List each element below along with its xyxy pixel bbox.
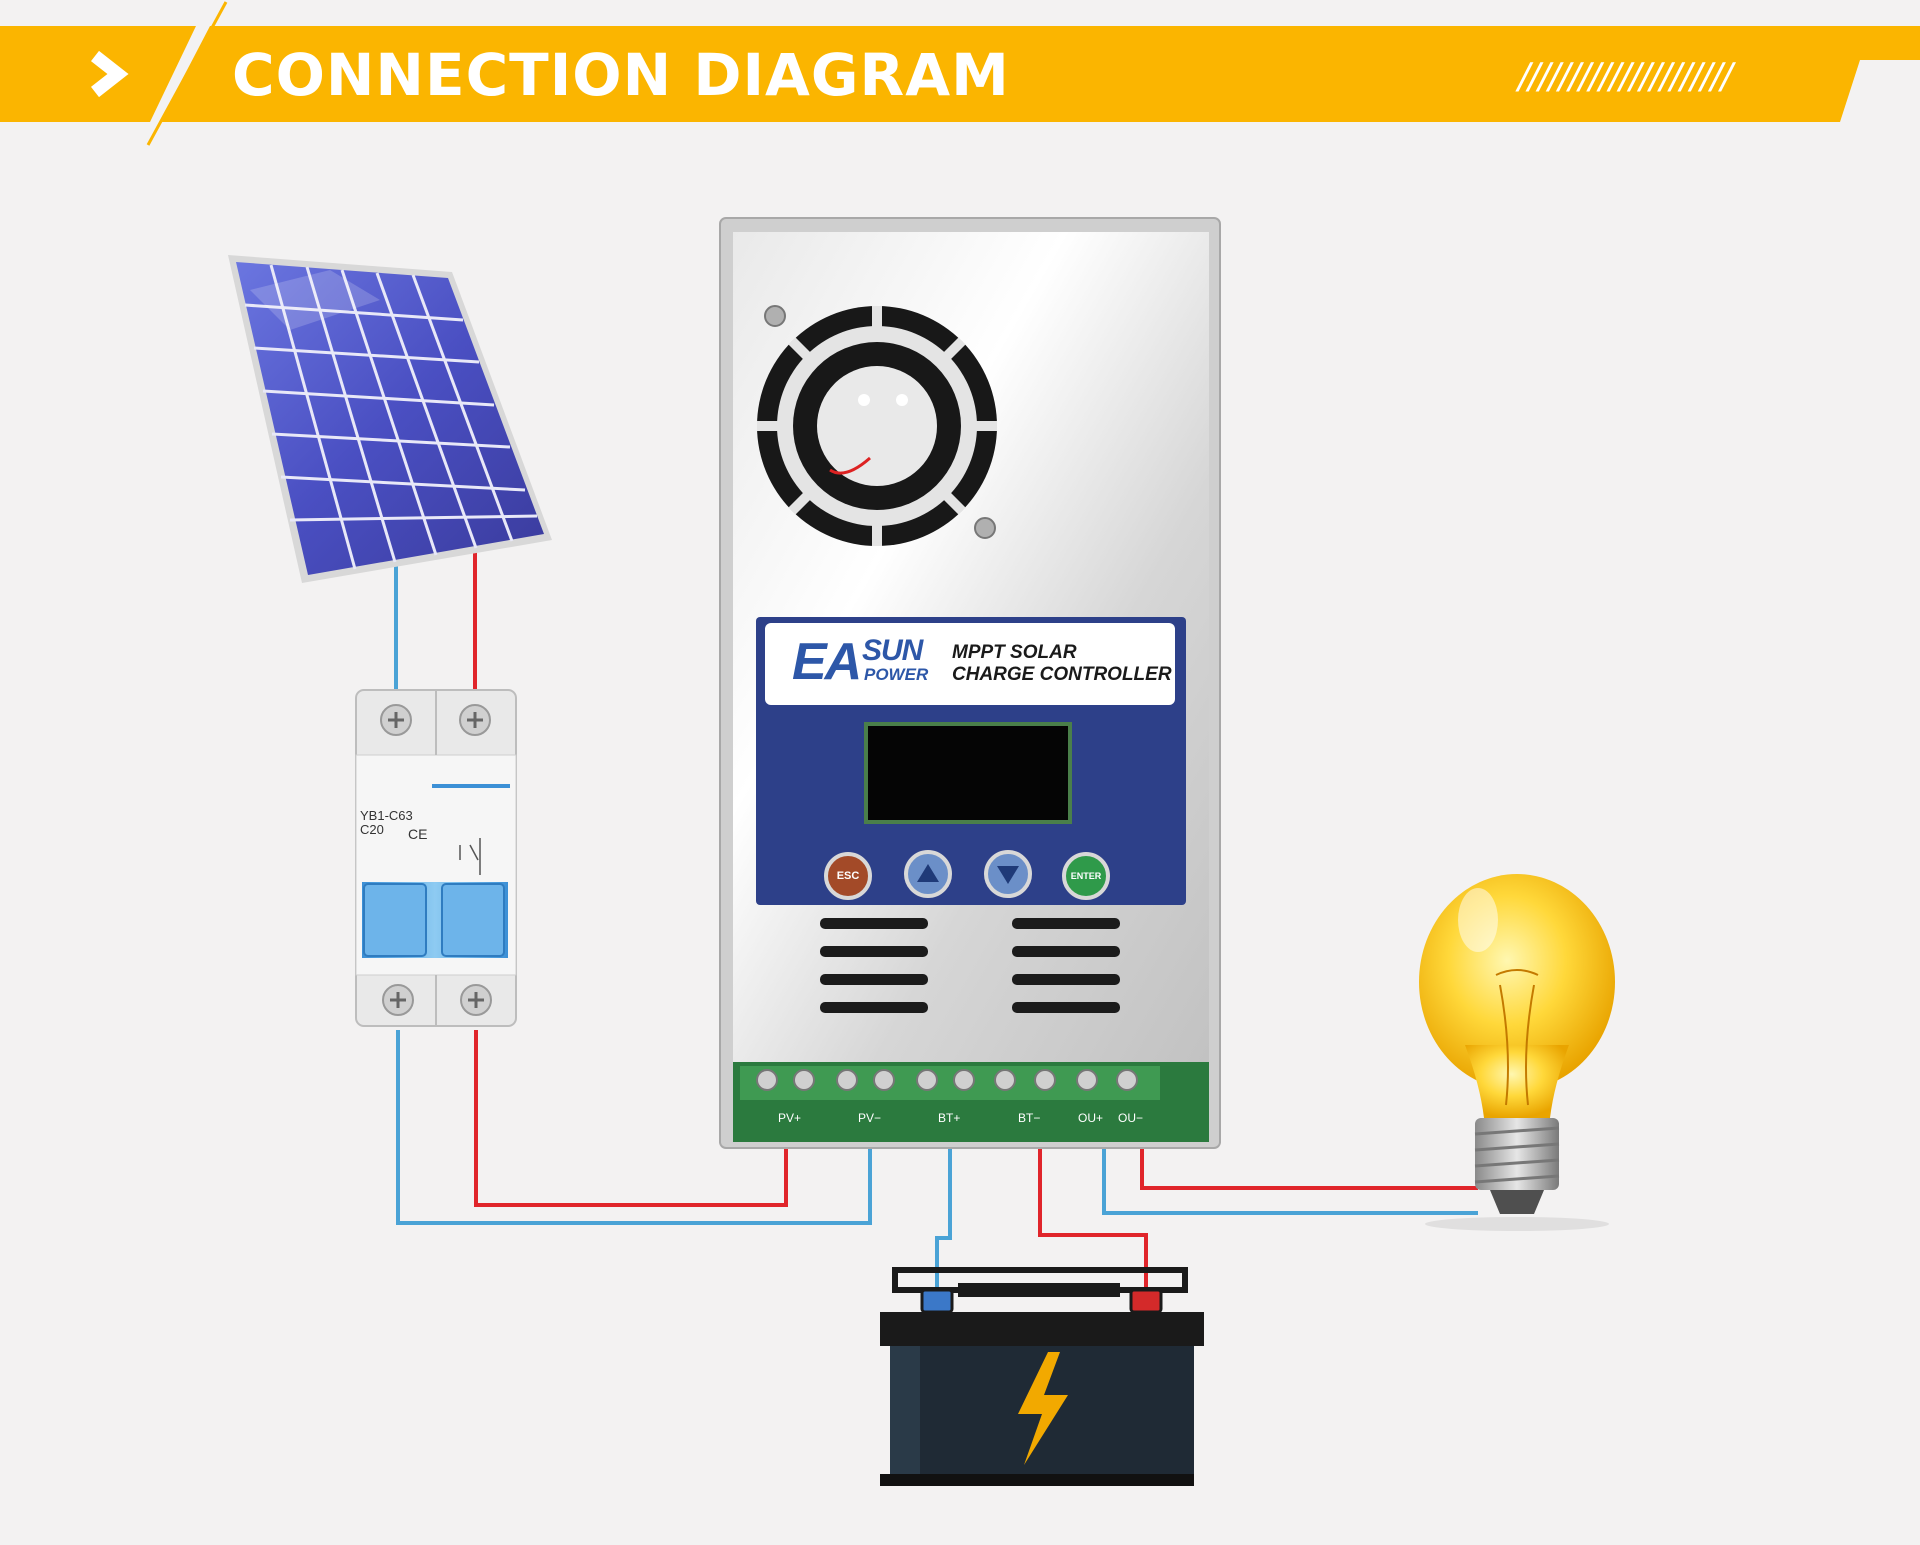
terminal-label-ou-neg: OU− <box>1118 1111 1144 1125</box>
esc-button[interactable] <box>824 852 872 900</box>
breaker-model-label: YB1-C63 <box>360 808 413 823</box>
arrow-up-icon <box>917 864 939 882</box>
terminal-label-pv-neg: PV− <box>858 1111 882 1125</box>
vent-slots <box>820 918 1120 1013</box>
product-name-line2: CHARGE CONTROLLER <box>952 664 1172 685</box>
wire-pv-pos <box>474 1030 788 1207</box>
circuit-breaker <box>355 689 517 1027</box>
chevron-right-icon <box>90 50 129 98</box>
terminal-label-ou-pos: OU+ <box>1078 1111 1104 1125</box>
breaker-switch-toggle <box>362 882 508 958</box>
terminal-label-bt-pos: BT+ <box>938 1111 961 1125</box>
terminal-screw-icons <box>756 1069 1138 1091</box>
header-decoration-stripes: ///////////////////// <box>1518 56 1733 97</box>
fan-icon <box>757 306 997 546</box>
header-left-block <box>0 26 196 122</box>
header-right-notch <box>1840 60 1920 122</box>
wire-pv-neg <box>396 1030 872 1225</box>
screw-icon <box>764 305 786 327</box>
product-name-line1: MPPT SOLAR <box>952 642 1077 663</box>
brand-logo-ea: EA <box>792 633 862 691</box>
screw-icon <box>380 704 492 1016</box>
esc-button-label: ESC <box>836 870 860 882</box>
header-main-block <box>160 26 1920 122</box>
terminal-label-pv-pos: PV+ <box>778 1111 802 1125</box>
screw-icon <box>974 517 996 539</box>
battery-icon <box>880 1267 1204 1486</box>
breaker-rating-label: C20 <box>360 822 384 837</box>
enter-button-label: ENTER <box>1070 871 1102 881</box>
breaker-ce-mark: CE <box>408 826 428 842</box>
light-bulb-icon <box>1419 874 1615 1231</box>
wire-bt-neg <box>935 1143 952 1296</box>
wires <box>394 548 1478 1296</box>
arrow-down-icon <box>997 866 1019 884</box>
wire-ou-neg <box>1102 1143 1478 1215</box>
page-title: CONNECTION DIAGRAM <box>232 41 1010 109</box>
enter-button[interactable] <box>1062 852 1110 900</box>
brand-label-plate <box>765 623 1175 705</box>
brand-logo-power: POWER <box>864 665 929 684</box>
terminal-label-bt-neg: BT− <box>1018 1111 1041 1125</box>
header-bar <box>0 1 1920 146</box>
wire-bt-pos <box>1038 1143 1148 1296</box>
solar-panel-icon <box>228 255 552 583</box>
lightning-bolt-icon <box>1018 1352 1068 1465</box>
wire-ou-pos <box>1140 1143 1478 1190</box>
brand-logo-sun: SUN <box>862 634 923 667</box>
header-slash <box>146 1 228 146</box>
charge-controller <box>719 217 1221 1149</box>
